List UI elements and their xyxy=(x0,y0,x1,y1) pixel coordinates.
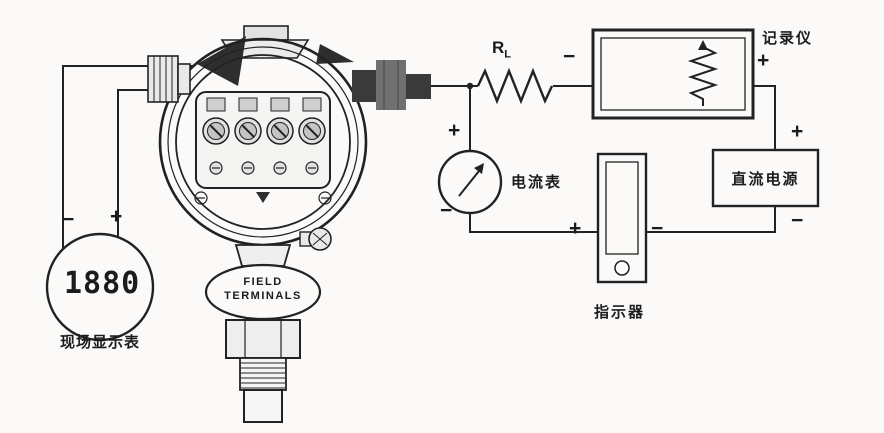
terminal-clamp xyxy=(238,97,258,112)
polarity-indicator-right: − xyxy=(651,217,664,240)
terminal-clamp xyxy=(270,97,290,112)
bracket-dark-wedge-right xyxy=(316,44,354,64)
transmitter-drawing xyxy=(147,25,431,423)
polarity-recorder-left: − xyxy=(563,45,576,68)
recorder-label: 记录仪 xyxy=(762,30,814,47)
terminal-clamp xyxy=(302,97,322,112)
polarity-ammeter-bottom: − xyxy=(440,199,453,222)
load-resistor-main: R xyxy=(492,38,505,57)
load-resistor-symbol xyxy=(476,67,554,105)
hex-nut xyxy=(225,319,301,359)
wire-ammeter-to-indicator xyxy=(469,213,598,233)
bracket-dark-wedge-left xyxy=(197,36,246,86)
display-reading: 1880 xyxy=(64,266,141,301)
polarity-ammeter-top: + xyxy=(448,119,461,142)
recorder-outer-box xyxy=(591,28,755,120)
wire-indicator-to-dc xyxy=(646,206,776,233)
terminal-screw-slot xyxy=(241,124,255,138)
field-terminals-line2: TERMINALS xyxy=(224,290,302,302)
polarity-display-right: + xyxy=(110,205,123,228)
polarity-dc-bottom: − xyxy=(791,209,804,232)
face-screw xyxy=(318,191,332,205)
polarity-indicator-left: + xyxy=(569,217,582,240)
cable-gland-hex xyxy=(376,60,406,110)
field-terminals-line1: FIELD xyxy=(243,276,283,288)
vent-valve-hatch xyxy=(312,232,328,246)
indicator-symbol xyxy=(596,152,648,284)
load-resistor-subscript: L xyxy=(504,48,512,61)
wire-junction-dot xyxy=(466,82,474,90)
terminal-screw-slot xyxy=(273,124,287,138)
ammeter-needle-arrowhead xyxy=(474,163,484,174)
local-display-label: 现场显示表 xyxy=(59,334,140,351)
indicator-scale-strip xyxy=(605,161,639,255)
terminal-screw-slot xyxy=(209,124,223,138)
recorder-resistor-zigzag xyxy=(687,46,719,106)
transmitter-neck xyxy=(234,244,292,267)
dc-power-label: 直流电源 xyxy=(731,171,800,188)
ground-pointer-triangle xyxy=(256,192,270,203)
indicator-label: 指示器 xyxy=(594,304,646,321)
left-vent-plug xyxy=(147,55,179,103)
cable-gland-nut xyxy=(406,74,431,99)
cable-gland-base xyxy=(352,70,376,102)
housing-middle-ring xyxy=(167,46,359,238)
indicator-adjust-knob xyxy=(614,260,630,276)
recorder-inner-box xyxy=(600,37,746,111)
recorder-symbol xyxy=(591,28,755,120)
polarity-display-left: − xyxy=(62,208,75,231)
load-resistor-label: RL xyxy=(492,38,511,60)
terminal-clamp xyxy=(206,97,226,112)
ammeter-label: 电流表 xyxy=(511,174,563,191)
indicator-outer-box xyxy=(596,152,648,284)
ammeter-circle xyxy=(437,149,503,215)
polarity-dc-top: + xyxy=(791,120,804,143)
process-connection-tip xyxy=(243,389,283,423)
wire-dc-to-recorder xyxy=(753,85,776,150)
terminal-screw-slot xyxy=(305,124,319,138)
housing-inner-ring xyxy=(175,54,351,230)
ammeter-needle xyxy=(458,170,480,197)
recorder-resistor-arrow xyxy=(698,40,708,50)
local-display-circle xyxy=(45,232,155,342)
vent-plug-neck xyxy=(177,63,191,95)
dc-power-box xyxy=(711,148,820,208)
polarity-recorder-right: + xyxy=(757,49,770,72)
terminal-block xyxy=(195,91,331,189)
ammeter-symbol xyxy=(437,149,503,215)
face-screw xyxy=(194,191,208,205)
